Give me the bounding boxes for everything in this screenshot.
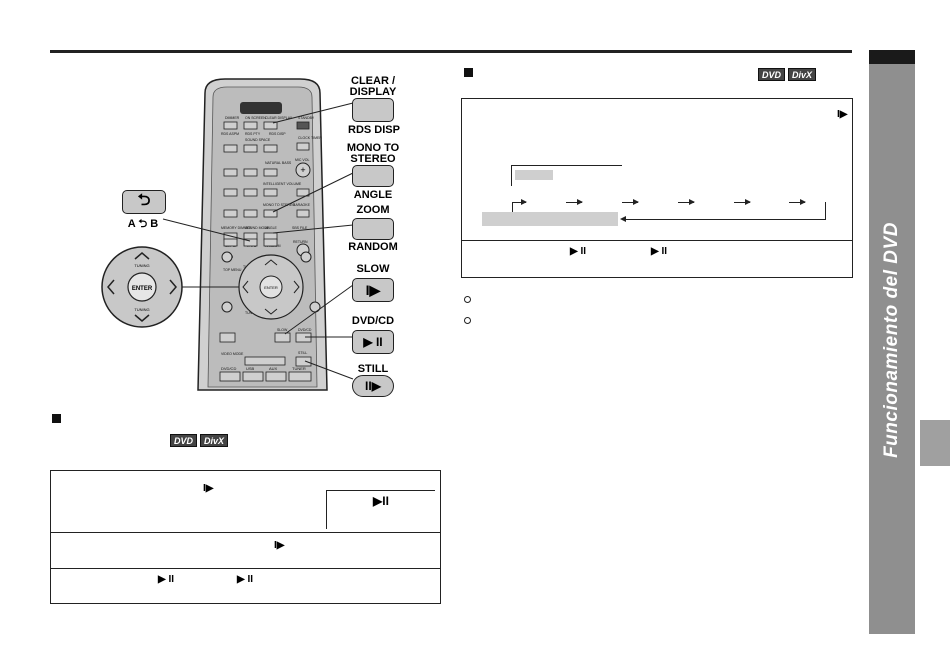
a-b-repeat-button[interactable]: ⮌ (122, 190, 166, 214)
diagram-line (512, 202, 513, 212)
zoom-label: ZOOM (356, 204, 390, 216)
svg-text:TUNING: TUNING (134, 307, 149, 312)
svg-text:RDS ASPM: RDS ASPM (221, 132, 239, 136)
svg-text:RDS DISP: RDS DISP (269, 132, 286, 136)
svg-text:ON SCREEN: ON SCREEN (245, 116, 266, 120)
svg-text:MEMORY DIMMER: MEMORY DIMMER (221, 226, 252, 230)
dvd-badge: DVD (170, 434, 198, 447)
play-pause-icon: ▶ II (570, 246, 587, 257)
svg-text:VIDEO MODE: VIDEO MODE (221, 352, 244, 356)
still-label: STILL (357, 363, 389, 375)
section-marker (464, 68, 473, 77)
random-label: RANDOM (348, 241, 398, 253)
slow-play-icon: I▶ (203, 483, 214, 494)
diagram-arrow (512, 199, 527, 205)
svg-text:SLOW: SLOW (277, 328, 288, 332)
a-b-label: A ⮌ B (127, 218, 159, 230)
diagram-line (825, 202, 826, 220)
play-pause-icon: ▶ II (651, 246, 668, 257)
svg-text:DVD/CD: DVD/CD (221, 366, 236, 371)
clear-display-label: CLEAR / DISPLAY (349, 75, 397, 98)
table-divider (50, 532, 441, 533)
clear-display-button[interactable] (352, 98, 394, 122)
cursor-pad[interactable]: ENTER TUNING TUNING (100, 245, 185, 330)
svg-text:SOUND SPACE: SOUND SPACE (245, 138, 271, 142)
divx-badge: DivX (788, 68, 817, 81)
svg-text:TUNING: TUNING (134, 263, 149, 268)
svg-text:SBS FILE: SBS FILE (292, 226, 308, 230)
diagram-arrow (622, 199, 639, 205)
play-pause-icon: ▶ II (237, 574, 254, 585)
diagram-return-arrowhead (620, 216, 626, 222)
table-divider (50, 568, 441, 569)
section-marker (52, 414, 61, 423)
mono-to-stereo-button[interactable] (352, 165, 394, 187)
svg-text:DVD/CD: DVD/CD (298, 328, 312, 332)
svg-text:ANGLE: ANGLE (265, 226, 278, 230)
repeat-icon: ⮌ (137, 191, 151, 209)
svg-text:CLOCK TIMER: CLOCK TIMER (298, 136, 322, 140)
svg-text:INTELLIGENT VOLUME: INTELLIGENT VOLUME (263, 182, 302, 186)
svg-text:MONO TO STEREO: MONO TO STEREO (263, 203, 295, 207)
svg-text:ENTER: ENTER (264, 285, 278, 290)
divx-badge: DivX (200, 434, 229, 447)
svg-text:USB: USB (246, 366, 255, 371)
play-pause-callout (326, 490, 435, 529)
dvd-badge: DVD (758, 68, 786, 81)
play-pause-icon: ▶II (373, 494, 389, 508)
rds-disp-label: RDS DISP (348, 124, 400, 136)
angle-label: ANGLE (353, 189, 393, 201)
slow-play-icon: I▶ (365, 281, 381, 298)
diagram-arrow (789, 199, 806, 205)
top-rule (50, 50, 852, 53)
sidebar-top-band (869, 50, 915, 64)
svg-text:STILL: STILL (298, 351, 307, 355)
svg-text:DIMMER: DIMMER (225, 116, 240, 120)
diagram-arrow (678, 199, 695, 205)
bullet (464, 317, 471, 324)
svg-text:+: + (300, 165, 305, 175)
svg-text:ENTER: ENTER (132, 286, 153, 292)
dvd-cd-label: DVD/CD (351, 315, 395, 327)
svg-text:AUX: AUX (269, 366, 278, 371)
svg-text:TUNER: TUNER (292, 366, 306, 371)
play-pause-icon: ▶ II (363, 335, 383, 349)
sidebar-title: Funcionamiento del DVD (881, 222, 902, 458)
svg-text:CLEAR DISPLAY: CLEAR DISPLAY (265, 116, 293, 120)
play-pause-icon: ▶ II (158, 574, 175, 585)
diagram-return-line (624, 219, 825, 220)
slow-label: SLOW (356, 263, 390, 275)
slow-play-icon: I▶ (837, 109, 848, 120)
chapter-tab (920, 420, 950, 466)
svg-text:MIC VOL: MIC VOL (295, 158, 309, 162)
still-button[interactable]: II▶ (352, 375, 394, 397)
zoom-highlight-bar (515, 170, 553, 180)
svg-text:NATURAL BASS: NATURAL BASS (265, 161, 292, 165)
slow-play-table (50, 470, 441, 604)
svg-text:STANDBY: STANDBY (298, 116, 315, 120)
section-sidebar (869, 50, 915, 634)
zoom-button[interactable] (352, 218, 394, 240)
diagram-arrow (566, 199, 583, 205)
dvd-cd-button[interactable]: ▶ II (352, 330, 394, 354)
svg-text:TOP MENU: TOP MENU (223, 268, 242, 272)
bullet (464, 296, 471, 303)
mono-to-stereo-label: MONO TO STEREO (346, 142, 400, 165)
slow-play-icon: I▶ (274, 540, 285, 551)
svg-text:KARAOKE: KARAOKE (293, 203, 311, 207)
svg-text:RETURN: RETURN (293, 240, 308, 244)
zoom-table (461, 98, 853, 278)
still-icon: II▶ (365, 379, 381, 393)
zoom-bracket (511, 165, 622, 186)
table-divider (461, 240, 853, 241)
zoom-selected-bar (482, 212, 618, 226)
slow-button[interactable]: I▶ (352, 278, 394, 302)
svg-text:RDS PTY: RDS PTY (245, 132, 261, 136)
svg-text:SOUND MODE: SOUND MODE (245, 226, 270, 230)
diagram-arrow (734, 199, 751, 205)
